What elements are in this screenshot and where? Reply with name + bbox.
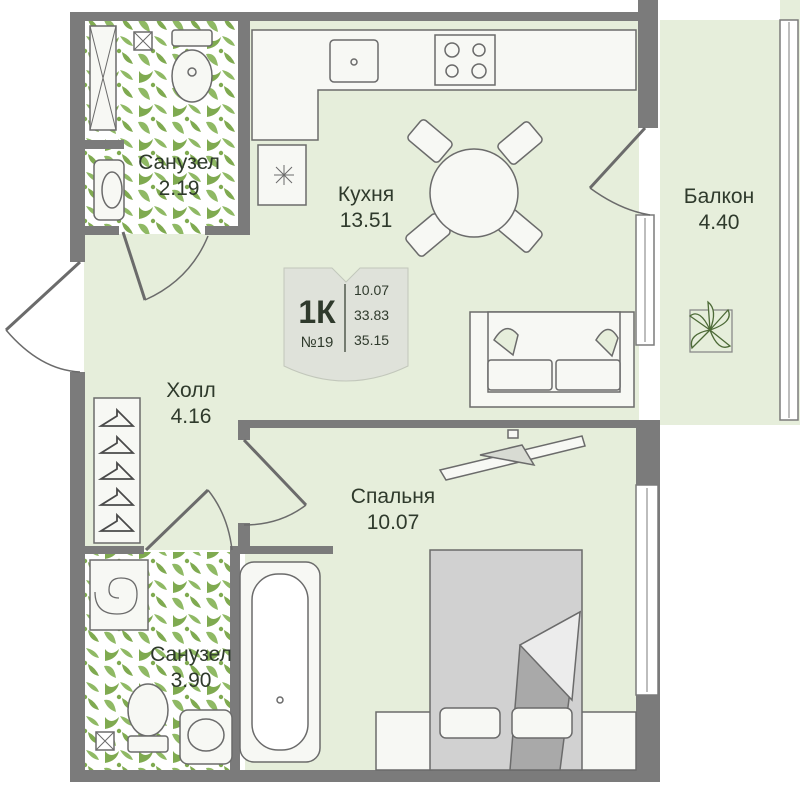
- tv-icon: [438, 429, 586, 481]
- wall-bedroom-top: [240, 420, 638, 428]
- wall-bath-top-right: [238, 20, 250, 235]
- room-name-kitchen: Кухня: [337, 183, 395, 206]
- door-entrance: [4, 260, 82, 332]
- wall-bath-top-c: [205, 226, 250, 235]
- sink-bath-top: [93, 159, 125, 221]
- kitchen-furniture: [251, 29, 637, 206]
- washing-machine-icon: [89, 559, 149, 631]
- wall-bath-top-a: [84, 140, 124, 149]
- wall-left-upper: [70, 12, 85, 262]
- plant-icon: [688, 300, 733, 353]
- room-name-hall: Холл: [166, 379, 216, 402]
- room-label-balcony: Балкон 4.40: [664, 184, 774, 237]
- wall-bath-top-b: [84, 226, 119, 235]
- apartment-type: 1К: [298, 294, 336, 330]
- room-label-kitchen: Кухня 13.51: [316, 182, 416, 235]
- wall-bedroom-left: [238, 523, 250, 551]
- dining-table-icon: [405, 119, 543, 257]
- room-name-bedroom: Спальня: [350, 485, 436, 508]
- door-bath-top-arc: [144, 235, 209, 301]
- door-entrance-arc: [5, 329, 81, 373]
- wall-right-upper: [638, 0, 658, 128]
- room-label-bath-top: Санузел 2.19: [116, 150, 242, 203]
- room-area-bath-top: 2.19: [158, 177, 200, 201]
- bedroom-furniture: [375, 429, 637, 771]
- nightstand-left: [375, 711, 433, 771]
- bath-top-fixtures: [89, 25, 213, 221]
- door-bedroom-arc: [243, 504, 307, 526]
- windows: [635, 19, 799, 696]
- living-area-value: 10.07: [354, 282, 390, 298]
- apartment-number: №19: [300, 334, 334, 351]
- wall-top: [70, 12, 645, 21]
- wall-bath-bottom-top: [238, 546, 333, 554]
- door-bedroom: [242, 438, 308, 507]
- room-area-hall: 4.16: [170, 405, 212, 429]
- nightstand-right: [579, 711, 637, 771]
- total-area-value: 33.83: [354, 307, 390, 323]
- room-label-hall: Холл 4.16: [146, 378, 236, 431]
- wall-bath-bottom-right: [230, 546, 240, 770]
- room-area-bedroom: 10.07: [366, 511, 420, 535]
- wall-bottom: [70, 770, 660, 782]
- room-area-bath-bottom: 3.90: [170, 669, 212, 693]
- door-bath-bottom-arc: [207, 489, 233, 551]
- wall-left-lower: [70, 372, 85, 782]
- sink-icon: [329, 39, 379, 83]
- balcony-floor: [660, 20, 782, 425]
- door-bath-top: [121, 231, 147, 301]
- cooktop-icon: [434, 34, 496, 86]
- total-with-balcony-value: 35.15: [354, 332, 390, 348]
- toilet-icon: [171, 29, 213, 47]
- room-label-bedroom: Спальня 10.07: [330, 484, 456, 537]
- wall-bath-bottom-top-left: [84, 546, 144, 554]
- wardrobe: [93, 397, 141, 544]
- apartment-info-badge: [283, 267, 409, 382]
- room-area-balcony: 4.40: [698, 211, 740, 235]
- doors: [4, 126, 651, 552]
- bath-bottom-fixtures: [89, 559, 321, 765]
- room-name-bath-top: Санузел: [138, 151, 220, 174]
- room-name-balcony: Балкон: [683, 185, 755, 208]
- sofa-icon: [469, 311, 635, 408]
- room-name-bath-bottom: Санузел: [150, 643, 232, 666]
- hanger-icons: [97, 407, 136, 532]
- door-balcony: [588, 126, 647, 190]
- door-balcony-arc: [589, 187, 651, 216]
- room-area-kitchen: 13.51: [339, 209, 393, 233]
- door-bath-bottom: [144, 488, 210, 552]
- room-label-bath-bottom: Санузел 3.90: [128, 642, 254, 695]
